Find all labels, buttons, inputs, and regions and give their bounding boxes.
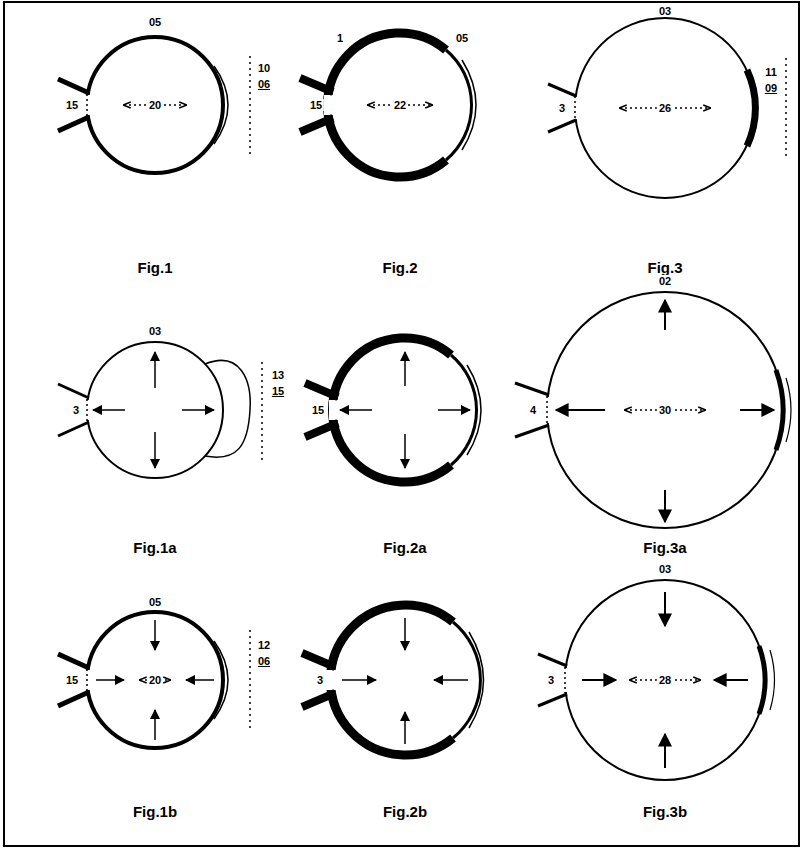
dimension-number: 22: [392, 99, 408, 111]
dimension-number: 15: [64, 674, 80, 686]
dimension-number: 3: [546, 674, 556, 686]
dimension-number: 06: [256, 78, 272, 90]
dimension-number: 15: [310, 404, 326, 416]
dimension-number: 28: [657, 674, 673, 686]
dimension-number: 12: [256, 639, 272, 651]
dimension-number: 10: [256, 62, 272, 74]
figure-caption: Fig.3b: [641, 804, 689, 821]
dimension-number: 20: [147, 674, 163, 686]
figure-caption: Fig.3: [645, 260, 684, 277]
dimension-number: 15: [64, 99, 80, 111]
dimension-number: 09: [763, 82, 779, 94]
figure-caption: Fig.2b: [381, 804, 429, 821]
dimension-number: 3: [315, 674, 325, 686]
dimension-number: 20: [147, 99, 163, 111]
dimension-number: 05: [454, 32, 470, 44]
dimension-number: 05: [147, 16, 163, 28]
dimension-number: 03: [657, 5, 673, 17]
dimension-number: 26: [657, 102, 673, 114]
figure-caption: Fig.1: [135, 260, 174, 277]
dimension-number: 4: [528, 404, 538, 416]
dimension-number: 11: [763, 66, 779, 78]
figure-caption: Fig.1b: [131, 804, 179, 821]
figure-caption: Fig.1a: [131, 540, 178, 557]
dimension-number: 30: [657, 404, 673, 416]
dimension-number: 1: [335, 32, 345, 44]
figure-caption: Fig.2a: [381, 540, 428, 557]
dimension-number: 13: [270, 369, 286, 381]
dimension-number: 02: [657, 275, 673, 287]
dimension-number: 3: [557, 102, 567, 114]
dimension-number: 03: [147, 325, 163, 337]
figure-caption: Fig.2: [380, 260, 419, 277]
dimension-number: 15: [308, 99, 324, 111]
figure-caption: Fig.3a: [641, 540, 688, 557]
dimension-number: 15: [270, 385, 286, 397]
dimension-number: 05: [147, 596, 163, 608]
dimension-number: 03: [657, 563, 673, 575]
dimension-number: 3: [71, 404, 81, 416]
dimension-number: 06: [256, 655, 272, 667]
